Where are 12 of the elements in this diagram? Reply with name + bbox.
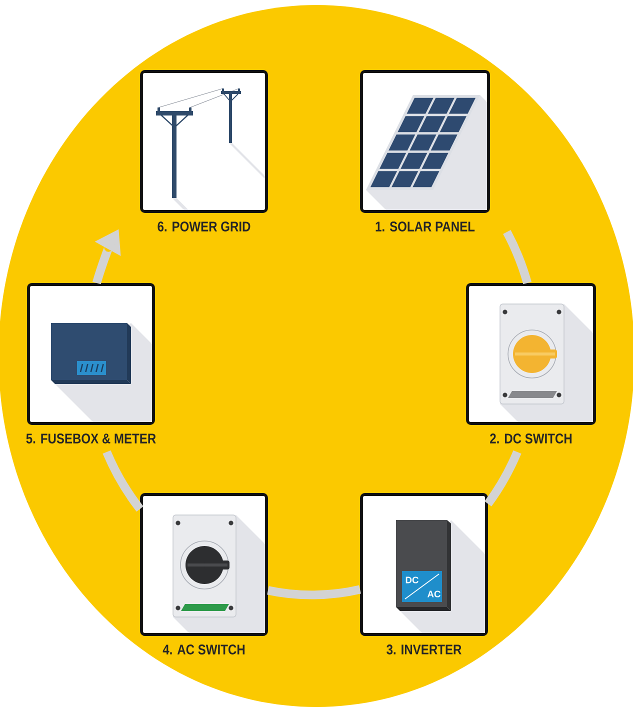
connector-line (267, 585, 361, 600)
card-title: 4. AC SWITCH (162, 644, 245, 654)
card-title: 1. SOLAR PANEL (376, 222, 475, 232)
panel-text: AC (428, 590, 440, 598)
card-title: 5. FUSEBOX & METER (26, 434, 156, 444)
connector-line (503, 230, 532, 284)
connector-line (102, 450, 144, 512)
card-title: 6. POWER GRID (158, 222, 250, 232)
connector-line (484, 450, 522, 506)
card-title: 2. DC SWITCH (490, 434, 572, 444)
card-title: 3. INVERTER (386, 644, 462, 654)
panel-text: DC (406, 576, 418, 584)
